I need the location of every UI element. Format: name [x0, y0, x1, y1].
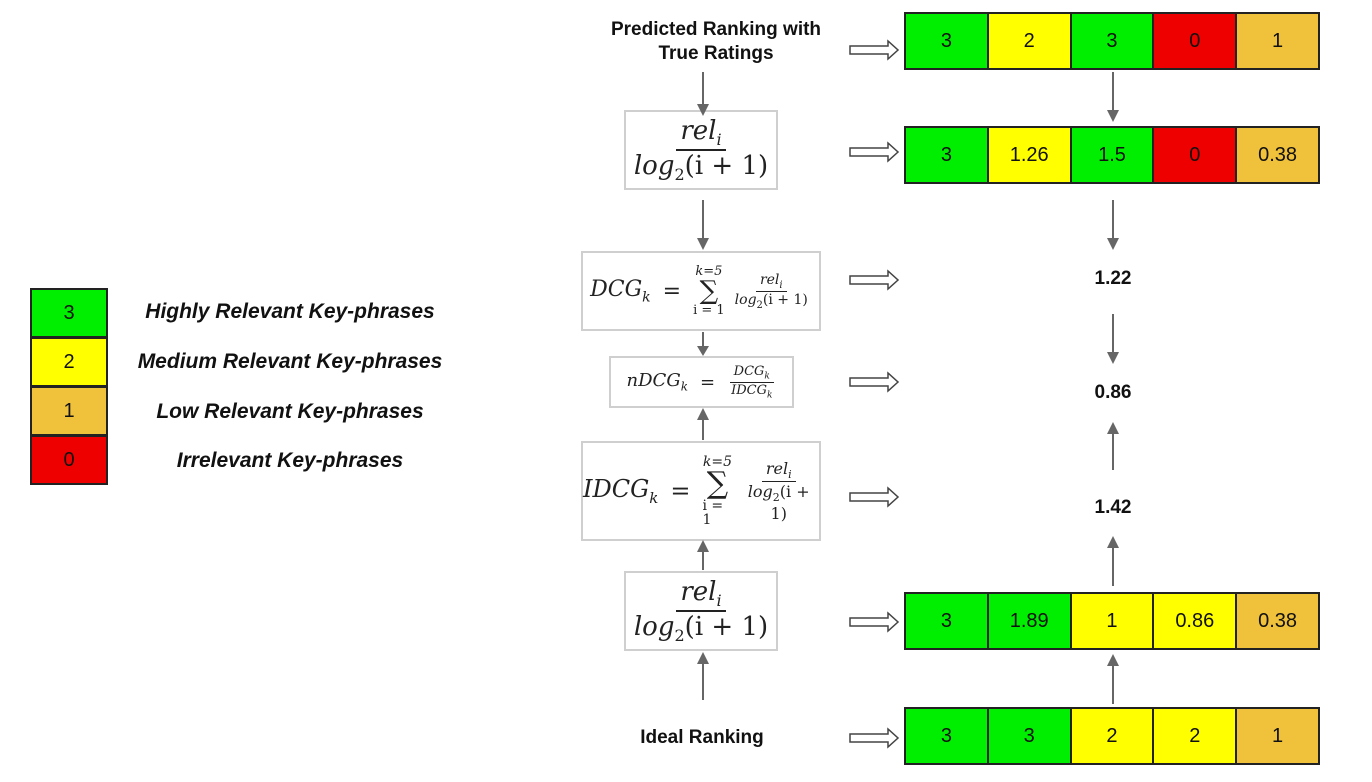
- gain-formula-top: reli log2(i + 1): [624, 110, 778, 190]
- ideal-ranking-label: Ideal Ranking: [640, 727, 764, 748]
- legend-box-irrelevant: 0: [30, 435, 108, 485]
- predicted-cell: 1: [1237, 14, 1318, 68]
- legend-box-low: 1: [30, 386, 108, 436]
- legend-label-medium: Medium Relevant Key-phrases: [137, 350, 443, 373]
- ideal-gain-cell: 3: [906, 594, 989, 648]
- ideal-gain-cell: 0.86: [1154, 594, 1238, 648]
- predicted-ranking-label: Predicted Ranking with True Ratings: [586, 18, 846, 66]
- predicted-ranking-row: 3 2 3 0 1: [904, 12, 1320, 70]
- predicted-gain-cell: 1.5: [1071, 128, 1155, 182]
- ideal-gain-cell: 0.38: [1237, 594, 1318, 648]
- ideal-gain-cell: 1.89: [988, 594, 1072, 648]
- predicted-cell: 0: [1154, 14, 1238, 68]
- ideal-gain-cell: 1: [1071, 594, 1155, 648]
- predicted-label-line1: Predicted Ranking with: [610, 19, 822, 40]
- predicted-gain-cell: 0.38: [1237, 128, 1318, 182]
- double-arrow-6: [849, 611, 900, 633]
- double-arrow-1: [849, 39, 900, 61]
- predicted-gain-cell: 0: [1154, 128, 1238, 182]
- legend-label-irrelevant: Irrelevant Key-phrases: [176, 449, 404, 472]
- gain-formula-bottom: reli log2(i + 1): [624, 571, 778, 651]
- idcg-formula: IDCGk = k=5 ∑ i = 1 reli log2(i + 1): [581, 441, 821, 541]
- legend-label-high: Highly Relevant Key-phrases: [145, 300, 435, 323]
- double-arrow-4: [849, 371, 900, 393]
- predicted-cell: 3: [1071, 14, 1155, 68]
- ideal-gain-row: 3 1.89 1 0.86 0.38: [904, 592, 1320, 650]
- ideal-cell: 3: [988, 709, 1072, 763]
- predicted-label-line2: True Ratings: [658, 43, 774, 64]
- double-arrow-7: [849, 727, 900, 749]
- double-arrow-2: [849, 141, 900, 163]
- ideal-cell: 3: [906, 709, 989, 763]
- double-arrow-3: [849, 269, 900, 291]
- ideal-cell: 1: [1237, 709, 1318, 763]
- ideal-ranking-row: 3 3 2 2 1: [904, 707, 1320, 765]
- predicted-gain-cell: 1.26: [988, 128, 1072, 182]
- ndcg-value: 0.86: [1094, 382, 1132, 403]
- double-arrow-5: [849, 486, 900, 508]
- ideal-cell: 2: [1154, 709, 1238, 763]
- legend-box-high: 3: [30, 288, 108, 338]
- predicted-cell: 3: [906, 14, 989, 68]
- predicted-gain-cell: 3: [906, 128, 989, 182]
- predicted-gain-row: 3 1.26 1.5 0 0.38: [904, 126, 1320, 184]
- ndcg-formula: nDCGk = DCGk IDCGk: [609, 356, 794, 408]
- dcg-formula: DCGk = k=5 ∑ i = 1 reli log2(i + 1): [581, 251, 821, 331]
- legend-box-medium: 2: [30, 337, 108, 387]
- predicted-cell: 2: [988, 14, 1072, 68]
- ideal-cell: 2: [1071, 709, 1155, 763]
- idcg-value: 1.42: [1094, 497, 1132, 518]
- legend-label-low: Low Relevant Key-phrases: [156, 400, 424, 423]
- dcg-value: 1.22: [1094, 268, 1132, 289]
